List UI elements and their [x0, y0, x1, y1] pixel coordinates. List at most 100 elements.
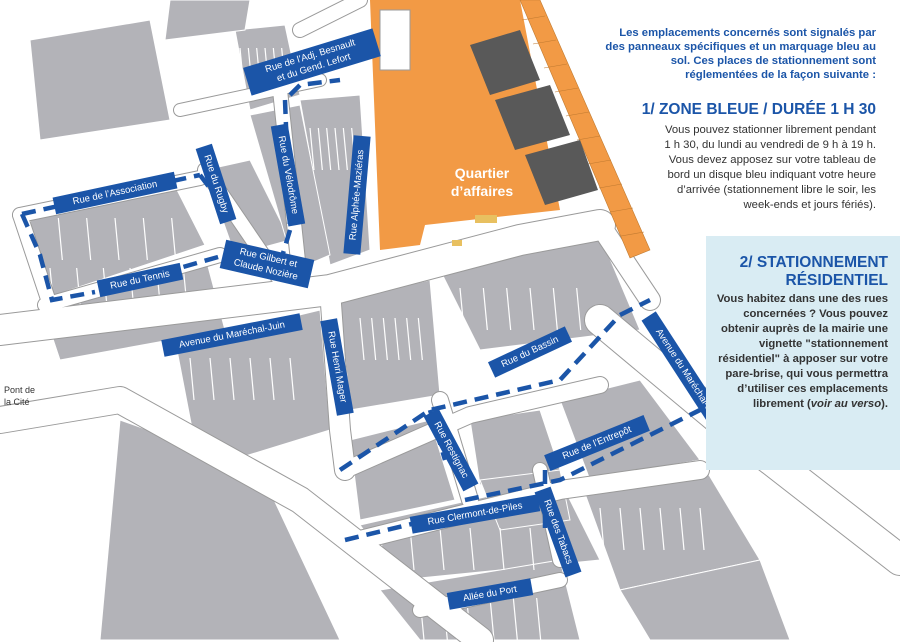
road[interactable] — [0, 210, 615, 345]
street-label-mazieras[interactable]: Rue Alphée-Maziéras — [343, 135, 371, 255]
parcel-line — [249, 357, 255, 401]
parcel-line — [506, 287, 512, 331]
parcel-line — [576, 287, 582, 331]
rail-tie — [554, 87, 579, 93]
residential-text-link: voir au verso — [810, 398, 882, 410]
small-structure — [475, 215, 497, 223]
building-block — [29, 19, 171, 141]
building-block — [619, 559, 791, 641]
blue-zone-dash — [19, 213, 96, 303]
rail-tie — [576, 135, 601, 141]
blue-zone-dash — [288, 77, 341, 97]
residential-title-line-1: 2/ STATIONNEMENT — [739, 254, 888, 271]
parcel-line — [342, 127, 348, 171]
road[interactable] — [337, 377, 608, 478]
street-label-box — [423, 408, 479, 492]
blue-zone-dash — [464, 397, 722, 503]
parcel-line — [269, 357, 275, 401]
residential-text-main: Vous habitez dans une des rues concernée… — [716, 293, 888, 410]
rail-tie — [587, 159, 612, 165]
road[interactable] — [174, 74, 326, 116]
residential-title-line-2: RÉSIDENTIEL — [785, 272, 888, 289]
blue-zone-dash — [618, 297, 652, 318]
road[interactable] — [0, 387, 493, 642]
street-label-port[interactable]: Allée du Port — [446, 578, 534, 610]
bridge-label-line: la Cité — [4, 397, 30, 407]
street-label-box — [534, 486, 582, 578]
rail-tie — [532, 39, 557, 45]
parcel-line — [229, 357, 235, 401]
rail-tie — [598, 183, 623, 189]
parcel-line — [659, 507, 665, 551]
building-block — [164, 0, 251, 41]
blue-zone-title: 1/ ZONE BLEUE / DURÉE 1 H 30 — [641, 101, 876, 118]
residential-text: Vous habitez dans une des rues concernée… — [710, 292, 888, 412]
blue-zone-text: Vous pouvez stationner librement pendant… — [664, 124, 876, 211]
parcel-line — [334, 127, 340, 171]
rail-tie — [543, 63, 568, 69]
parcel-line — [469, 527, 475, 571]
business-district: Quartier d’affaires — [370, 0, 651, 259]
street-label-box — [243, 28, 381, 96]
parcel-line — [394, 317, 400, 361]
street-label-box — [544, 415, 650, 471]
parcel-line — [679, 507, 685, 551]
office-building — [525, 140, 598, 205]
street-label-box — [270, 123, 306, 227]
street-label-box — [409, 494, 541, 534]
rail-tie — [521, 15, 546, 21]
parcel-line — [317, 127, 323, 171]
parcel-line — [619, 507, 625, 551]
parcel-line — [326, 127, 332, 171]
parcel-line — [189, 357, 195, 401]
parcel-line — [529, 287, 535, 331]
small-structure — [379, 9, 411, 71]
road[interactable] — [293, 0, 367, 37]
parcel-line — [359, 317, 365, 361]
parcel-line — [552, 287, 558, 331]
residential-box: 2/ STATIONNEMENT RÉSIDENTIEL Vous habite… — [706, 236, 900, 470]
street-label-box — [219, 239, 315, 289]
street-label-velodrome[interactable]: Rue du Vélodrôme — [270, 123, 306, 227]
small-structure — [452, 240, 462, 246]
parcel-line — [86, 217, 92, 261]
rail-tie — [565, 111, 590, 117]
parcel-line — [512, 597, 518, 641]
street-label-box — [52, 171, 178, 215]
residential-text-end: ). — [881, 398, 888, 410]
parcel-line — [171, 217, 177, 261]
parcel-line — [529, 527, 535, 571]
info-panel: Les emplacements concernés sont signalés… — [596, 0, 900, 470]
street-label-box — [320, 318, 354, 416]
parcel-line — [309, 127, 315, 171]
parcel-line — [482, 287, 488, 331]
road[interactable] — [13, 208, 57, 312]
rail-tie — [609, 207, 634, 213]
parcel-line — [371, 317, 377, 361]
blue-zone-dash — [338, 313, 622, 472]
parcel-line — [459, 287, 465, 331]
parcel-line — [114, 217, 120, 261]
parcel-line — [699, 507, 705, 551]
street-label-box — [96, 262, 184, 298]
business-district-label-line: Quartier — [455, 165, 510, 181]
parcel-line — [639, 507, 645, 551]
street-label-box — [161, 313, 303, 357]
office-building — [495, 85, 570, 150]
residential-title: 2/ STATIONNEMENT RÉSIDENTIEL — [710, 254, 888, 290]
street-label-box — [343, 135, 371, 255]
business-district-label-line: d’affaires — [451, 183, 513, 199]
parcel-line — [209, 357, 215, 401]
rail-strip — [519, 0, 651, 259]
office-building — [470, 30, 540, 95]
parcel-line — [417, 317, 423, 361]
street-label-box — [446, 578, 534, 610]
parcel-line — [499, 527, 505, 571]
street-label-box — [487, 326, 573, 378]
road[interactable] — [590, 215, 660, 310]
parcel-line — [536, 597, 542, 641]
parcel-line — [382, 317, 388, 361]
intro-text: Les emplacements concernés sont signalés… — [605, 27, 876, 81]
parcel-line — [406, 317, 412, 361]
